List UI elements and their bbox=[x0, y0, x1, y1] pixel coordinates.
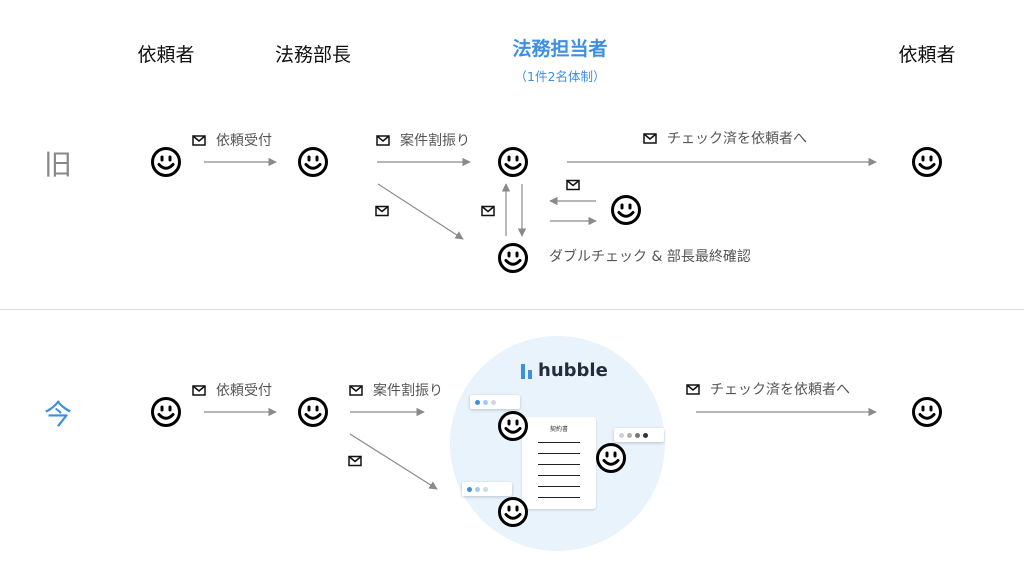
header-requester-left: 依頼者 bbox=[137, 44, 195, 66]
mail-icon bbox=[566, 179, 580, 191]
label-old-step3: チェック済を依頼者へ bbox=[643, 128, 807, 148]
label-text: チェック済を依頼者へ bbox=[667, 131, 807, 147]
header-requester-right: 依頼者 bbox=[898, 44, 956, 66]
comment-card bbox=[614, 428, 664, 442]
doc-line bbox=[538, 453, 580, 454]
label-text: ダブルチェック & 部長最終確認 bbox=[549, 249, 751, 265]
contract-document-icon: 契約書 bbox=[522, 417, 596, 509]
mail-icon bbox=[349, 384, 363, 396]
header-legal-staff: 法務担当者 bbox=[512, 38, 608, 60]
section-divider bbox=[0, 309, 1024, 310]
smiley-face-icon bbox=[912, 147, 942, 177]
label-text: 依頼受付 bbox=[216, 133, 272, 149]
hubble-logo: hubble bbox=[520, 360, 608, 381]
header-legal-staff-sub: （1件2名体制） bbox=[514, 69, 606, 84]
arrow-old-diagonal bbox=[377, 183, 464, 240]
comment-card bbox=[462, 482, 512, 496]
smiley-face-icon bbox=[498, 147, 528, 177]
label-old-step1: 依頼受付 bbox=[192, 130, 272, 150]
label-old-step2: 案件割振り bbox=[376, 130, 470, 150]
doc-line bbox=[538, 464, 580, 465]
comment-card bbox=[470, 395, 520, 409]
mail-icon bbox=[686, 383, 700, 395]
smiley-face-icon bbox=[611, 195, 641, 225]
mail-icon bbox=[348, 455, 362, 467]
label-text: 依頼受付 bbox=[216, 383, 272, 399]
label-old-double-check: ダブルチェック & 部長最終確認 bbox=[549, 246, 751, 266]
mail-icon bbox=[481, 205, 495, 217]
doc-line bbox=[538, 475, 580, 476]
mail-icon bbox=[192, 384, 206, 396]
mail-icon bbox=[376, 134, 390, 146]
doc-line bbox=[538, 497, 580, 498]
smiley-face-icon bbox=[498, 243, 528, 273]
smiley-face-icon bbox=[912, 397, 942, 427]
doc-title: 契約書 bbox=[549, 426, 568, 433]
smiley-face-icon bbox=[151, 397, 181, 427]
smiley-face-icon bbox=[298, 147, 328, 177]
doc-line bbox=[538, 442, 580, 443]
label-text: 案件割振り bbox=[373, 383, 443, 399]
mail-icon bbox=[375, 205, 389, 217]
doc-line bbox=[538, 486, 580, 487]
mail-icon bbox=[643, 132, 657, 144]
arrow-new-diagonal bbox=[349, 433, 438, 490]
hubble-logo-text: hubble bbox=[538, 360, 608, 381]
smiley-face-icon bbox=[298, 397, 328, 427]
smiley-face-icon bbox=[498, 497, 528, 527]
row-label-old: 旧 bbox=[43, 148, 73, 181]
label-new-step3: チェック済を依頼者へ bbox=[686, 379, 850, 399]
label-text: チェック済を依頼者へ bbox=[710, 382, 850, 398]
smiley-face-icon bbox=[596, 443, 626, 473]
header-legal-manager: 法務部長 bbox=[274, 44, 352, 66]
smiley-face-icon bbox=[151, 147, 181, 177]
smiley-face-icon bbox=[498, 411, 528, 441]
label-new-step1: 依頼受付 bbox=[192, 380, 272, 400]
mail-icon bbox=[192, 134, 206, 146]
label-text: 案件割振り bbox=[400, 133, 470, 149]
label-new-step2: 案件割振り bbox=[349, 380, 443, 400]
hubble-logo-icon bbox=[521, 363, 532, 379]
row-label-new: 今 bbox=[43, 398, 73, 431]
